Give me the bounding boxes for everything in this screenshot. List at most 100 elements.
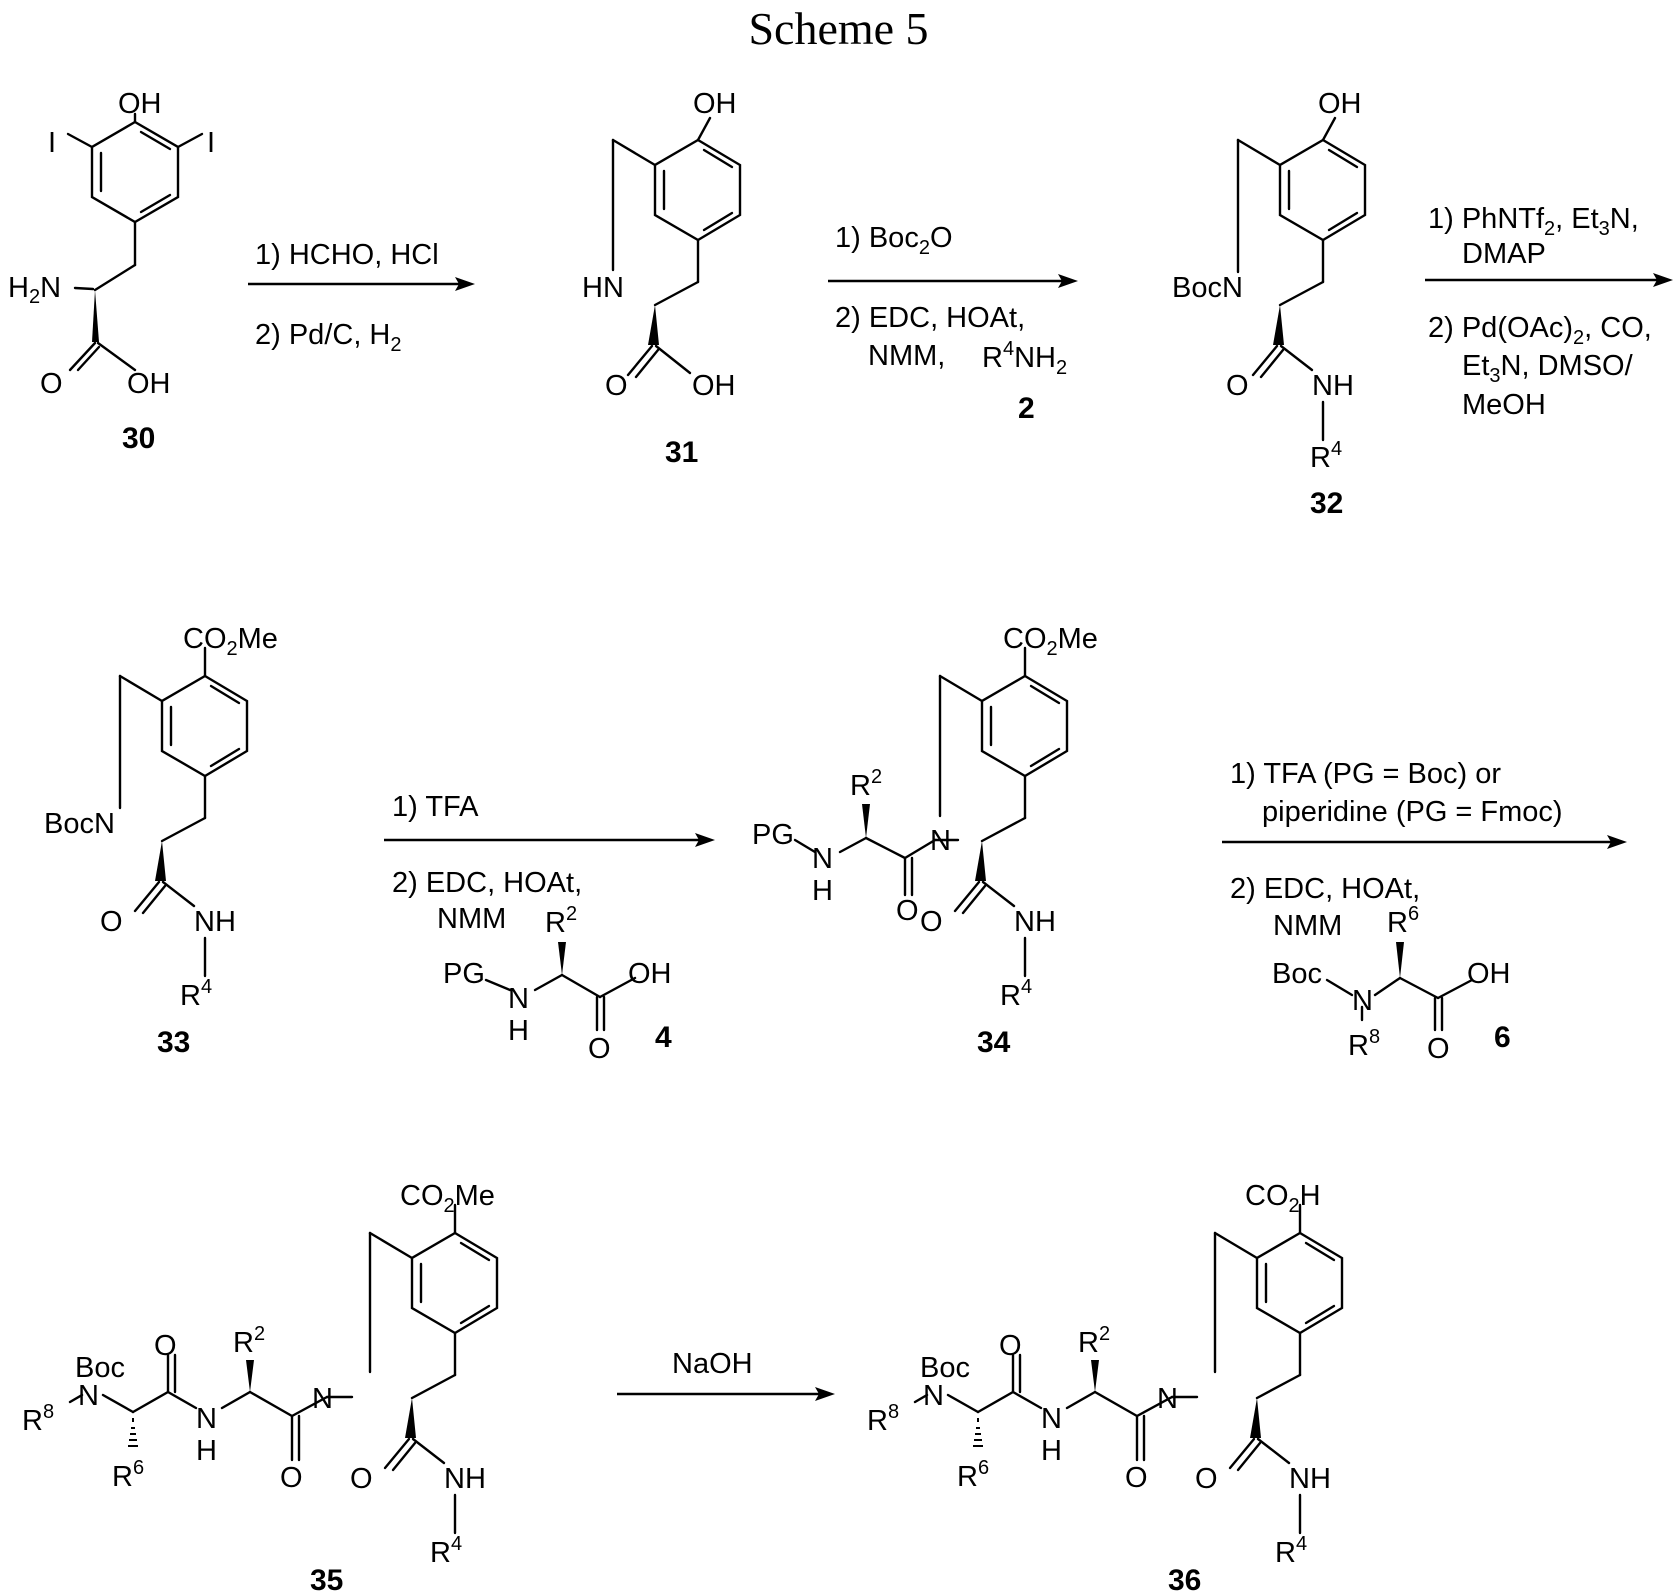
atom-r4: R4 [430,1533,462,1569]
atom-oxygen: O [40,368,63,400]
compound-35: CO2Me Boc R8 N R6 O N H R2 O N O NH R4 3… [22,1180,497,1594]
atom-r8: R8 [1348,1026,1380,1062]
reagent-r4nh2: R4NH2 [982,338,1067,379]
atom-nh: NH [1312,370,1354,402]
condition-text: 1) HCHO, HCl [255,239,439,271]
atom-nh: NH [444,1463,486,1495]
atom-nitrogen: N [508,983,529,1015]
atom-nitrogen: N [812,843,833,875]
atom-r6: R6 [957,1457,989,1493]
atom-r6: R6 [112,1457,144,1493]
atom-nitrogen: N [1041,1403,1062,1435]
atom-oxygen: O [100,906,123,938]
compound-36: CO2H Boc R8 N R6 O N H R2 O N O NH R4 36 [867,1180,1342,1594]
condition-text: NMM [1273,910,1342,942]
condition-text: 1) PhNTf2, Et3N, [1428,203,1639,240]
atom-oh: OH [118,88,162,120]
atom-amine: H2N [8,272,61,308]
atom-amine: HN [582,272,624,304]
reaction-arrow-6: NaOH [617,1348,835,1401]
condition-text: 2) EDC, HOAt, [1230,873,1420,905]
atom-oh: OH [628,958,672,990]
reaction-arrow-5: 1) TFA (PG = Boc) or piperidine (PG = Fm… [1222,758,1627,942]
atom-oxygen: O [896,895,919,927]
atom-iodine: I [207,127,215,159]
condition-text: DMAP [1462,238,1546,270]
atom-bocn: BocN [1172,272,1243,304]
condition-text: MeOH [1462,389,1546,421]
atom-ring-nitrogen: N [312,1383,333,1415]
atom-oh: OH [1318,88,1362,120]
atom-nitrogen: N [923,1380,944,1412]
compound-number: 35 [310,1564,343,1594]
compound-33: CO2Me BocN O NH R4 33 [44,623,278,1059]
compound-32: OH BocN O NH R4 32 [1172,88,1365,520]
atom-r2: R2 [1078,1323,1110,1359]
condition-text: 1) TFA [392,791,479,823]
atom-hydrogen: H [508,1015,529,1047]
condition-text: NaOH [672,1348,753,1380]
atom-oxygen: O [1427,1033,1450,1065]
atom-r8: R8 [22,1401,54,1437]
compound-31: OH HN O OH 31 [582,88,740,469]
reagent-number: 4 [655,1021,672,1054]
compound-number: 36 [1168,1564,1201,1594]
atom-r8: R8 [867,1401,899,1437]
compound-number: 33 [157,1026,190,1059]
reagent-number: 2 [1018,392,1035,425]
atom-oh: OH [1467,958,1511,990]
condition-text: piperidine (PG = Fmoc) [1262,796,1563,828]
atom-r2: R2 [545,903,577,939]
atom-pg: PG [752,819,794,851]
atom-oxygen: O [350,1463,373,1495]
atom-nitrogen: N [196,1403,217,1435]
atom-nitrogen: N [78,1380,99,1412]
atom-r6: R6 [1387,903,1419,939]
atom-r2: R2 [233,1323,265,1359]
atom-oxygen: O [1195,1463,1218,1495]
condition-text: Et3N, DMSO/ [1462,350,1634,387]
condition-text: 2) Pd(OAc)2, CO, [1428,312,1652,349]
compound-number: 32 [1310,487,1343,520]
atom-oxygen: O [280,1462,303,1494]
condition-text: 2) EDC, HOAt, [835,302,1025,334]
atom-oxygen: O [605,370,628,402]
atom-oxygen: O [154,1330,177,1362]
atom-nh: NH [1014,906,1056,938]
compound-number: 30 [122,422,155,455]
atom-r4: R4 [1275,1533,1307,1569]
atom-acid: CO2H [1245,1180,1321,1217]
reaction-arrow-1: 1) HCHO, HCl 2) Pd/C, H2 [248,239,475,356]
compound-number: 31 [665,436,698,469]
atom-ester: CO2Me [183,623,278,660]
atom-ester: CO2Me [400,1180,495,1217]
atom-oxygen: O [920,906,943,938]
atom-bocn: BocN [44,808,115,840]
atom-oh: OH [692,370,736,402]
atom-r4: R4 [180,976,212,1012]
atom-oh: OH [693,88,737,120]
condition-text: 1) Boc2O [835,222,953,259]
atom-hydrogen: H [1041,1435,1062,1467]
atom-nh: NH [1289,1463,1331,1495]
condition-text: NMM [437,903,506,935]
reaction-arrow-3: 1) PhNTf2, Et3N, DMAP 2) Pd(OAc)2, CO, E… [1425,203,1673,421]
atom-nh: NH [194,906,236,938]
atom-nitrogen: N [1352,985,1373,1017]
atom-oxygen: O [1125,1462,1148,1494]
condition-text: 2) EDC, HOAt, [392,867,582,899]
atom-r4: R4 [1000,976,1032,1012]
atom-iodine: I [48,127,56,159]
atom-oxygen: O [588,1033,611,1065]
atom-r4: R4 [1310,438,1342,474]
atom-r2: R2 [850,766,882,802]
atom-ester: CO2Me [1003,623,1098,660]
compound-34: CO2Me PG N H R2 O N O NH R4 34 [752,623,1098,1059]
atom-oxygen: O [1226,370,1249,402]
atom-hydrogen: H [196,1435,217,1467]
condition-text: 1) TFA (PG = Boc) or [1230,758,1501,790]
atom-oxygen: O [999,1330,1022,1362]
atom-pg: PG [443,958,485,990]
atom-oh: OH [127,368,171,400]
